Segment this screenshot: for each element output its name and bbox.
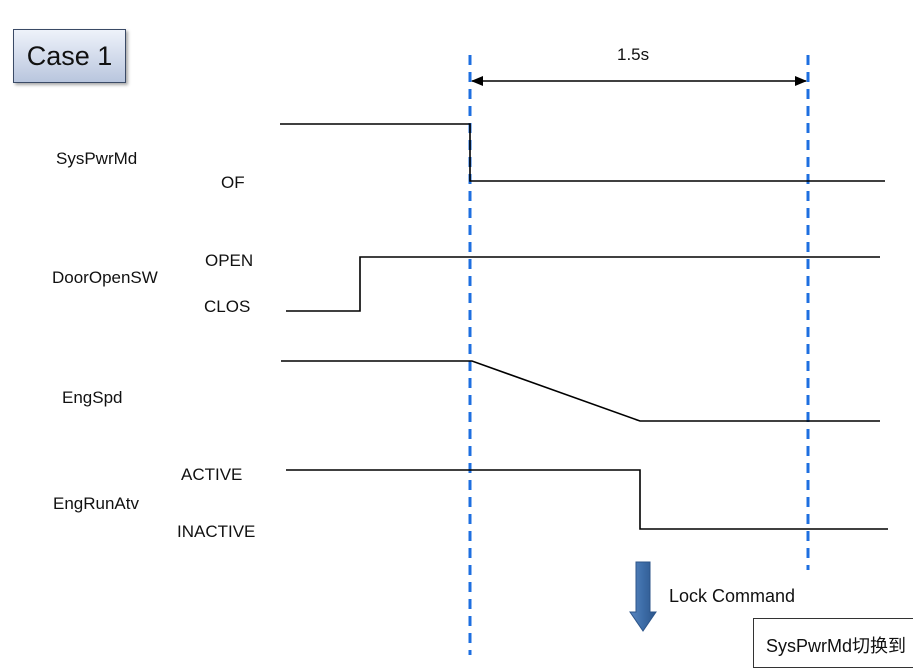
engrunatv-state-high: ACTIVE (181, 465, 243, 484)
engrunatv-label: EngRunAtv (53, 494, 139, 513)
engrunatv-waveform (286, 469, 888, 530)
dooropensw-label: DoorOpenSW (52, 268, 158, 287)
dooropensw-waveform (286, 256, 880, 312)
note-box: SysPwrMd切换到 (753, 618, 913, 668)
engspd-label: EngSpd (62, 388, 123, 407)
syspwrmd-state-low: OF (221, 173, 245, 192)
syspwrmd-label: SysPwrMd (56, 149, 138, 168)
engrunatv-state-low: INACTIVE (177, 522, 256, 541)
note-text-prefix: SysPwrMd (766, 636, 853, 656)
case-title-box: Case 1 (13, 29, 126, 83)
note-text-suffix: 切换到 (852, 636, 907, 657)
dooropensw-state-low: CLOS (204, 297, 251, 316)
interval-label: 1.5s (617, 45, 650, 64)
case-title: Case 1 (26, 40, 113, 71)
lock-command-arrow (629, 561, 657, 632)
engspd-waveform (281, 360, 880, 422)
dooropensw-state-high: OPEN (205, 251, 254, 270)
syspwrmd-waveform (280, 123, 885, 182)
lock-command-label: Lock Command (669, 586, 796, 606)
